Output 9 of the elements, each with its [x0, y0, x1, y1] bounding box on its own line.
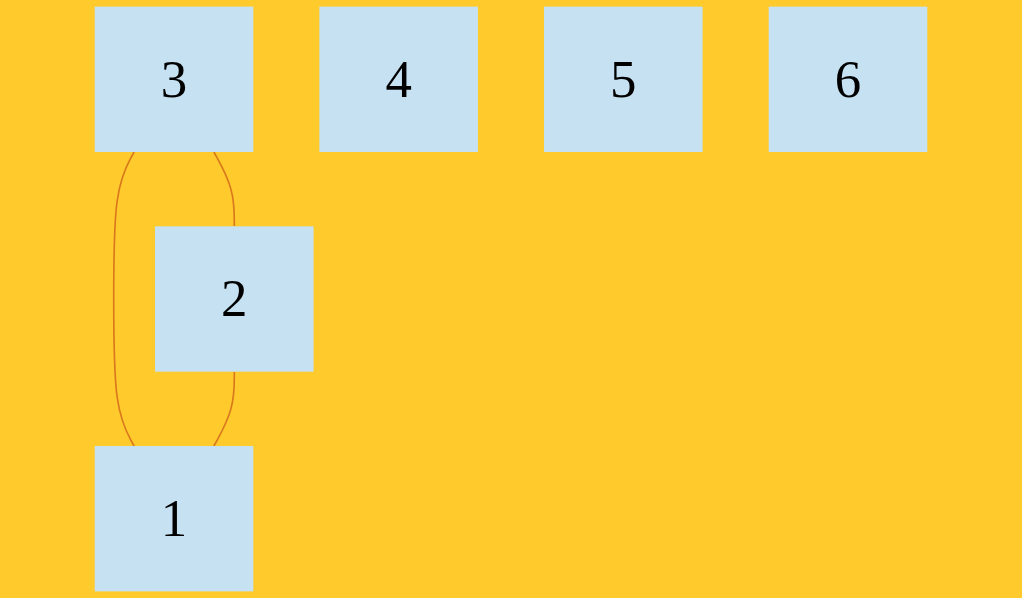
node-box: 3	[94, 6, 254, 152]
node-box: 2	[155, 226, 314, 372]
connector	[213, 370, 236, 447]
node-box: 4	[319, 6, 478, 152]
node-box: 1	[94, 446, 254, 592]
connector	[112, 151, 135, 447]
node-box: 5	[544, 6, 703, 152]
connector	[213, 151, 236, 228]
node-box: 6	[768, 6, 928, 152]
